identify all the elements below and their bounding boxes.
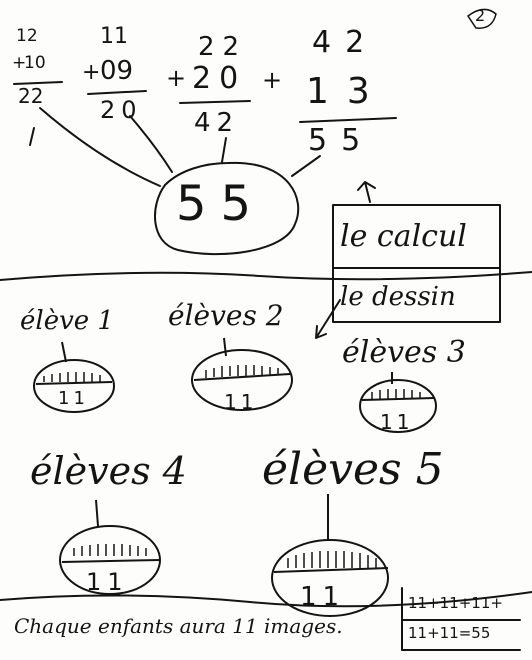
check-box (401, 587, 521, 651)
check-line-1: 11+11+11+ (408, 594, 503, 612)
total-ellipse (154, 161, 300, 256)
check-line-2: 11+11=55 (408, 624, 491, 642)
student-3-label: élèves 3 (342, 335, 466, 370)
sum-line-4 (299, 117, 397, 123)
basket-3-icon (359, 372, 437, 433)
separator-top (0, 271, 532, 281)
addition-3-op: + (166, 64, 187, 92)
sum-line-2 (87, 90, 147, 95)
label-calcul: le calcul (340, 219, 467, 254)
connector-2 (129, 115, 173, 173)
sum-line-1 (13, 81, 63, 85)
basket-2-icon (191, 337, 293, 411)
student-5-label: élèves 5 (262, 444, 444, 495)
student-1-count: 11 (58, 388, 89, 409)
student-2-label: élèves 2 (168, 299, 284, 332)
student-5-count: 11 (300, 582, 346, 612)
student-4-label: élèves 4 (30, 449, 187, 493)
addition-2-top: 11 (100, 24, 128, 49)
connector-1 (39, 107, 161, 187)
connector-4 (291, 155, 321, 177)
total-value: 55 (176, 176, 266, 232)
sum-line-3 (179, 100, 251, 104)
addition-2-result: 20 (100, 96, 143, 124)
basket-1-icon (33, 341, 115, 413)
tick-mark (29, 127, 35, 146)
addition-1-result: 22 (18, 84, 44, 108)
separator-bottom (0, 591, 532, 608)
label-box-dessin (332, 267, 501, 323)
conclusion-sentence: Chaque enfants aura 11 images. (14, 614, 343, 638)
student-3-count: 11 (380, 410, 414, 434)
addition-4-result: 55 (308, 123, 375, 158)
arrow-up-to-calcul (357, 181, 376, 203)
arrow-down-to-dessin (315, 299, 341, 339)
addition-1-top: 12 (16, 26, 38, 46)
addition-3-result: 42 (194, 108, 240, 138)
addition-4-bottom: 13 (306, 71, 388, 112)
addition-2-op: + (82, 60, 101, 85)
page-number: 2 (475, 6, 486, 25)
addition-1-bottom: 10 (24, 53, 46, 73)
plus-sign-between-3-4: + (262, 66, 283, 94)
label-dessin: le dessin (340, 282, 456, 312)
addition-3-top: 22 (198, 32, 248, 62)
basket-4-icon (59, 499, 161, 595)
addition-1-op: + (12, 53, 27, 73)
addition-3-bottom: 20 (192, 61, 247, 96)
addition-4-top: 42 (312, 25, 379, 60)
basket-5-icon (271, 494, 389, 617)
addition-2-bottom: 09 (100, 56, 134, 86)
student-2-count: 11 (224, 390, 258, 414)
student-4-count: 11 (86, 568, 129, 596)
connector-3 (221, 137, 227, 163)
student-1-label: élève 1 (20, 306, 114, 336)
